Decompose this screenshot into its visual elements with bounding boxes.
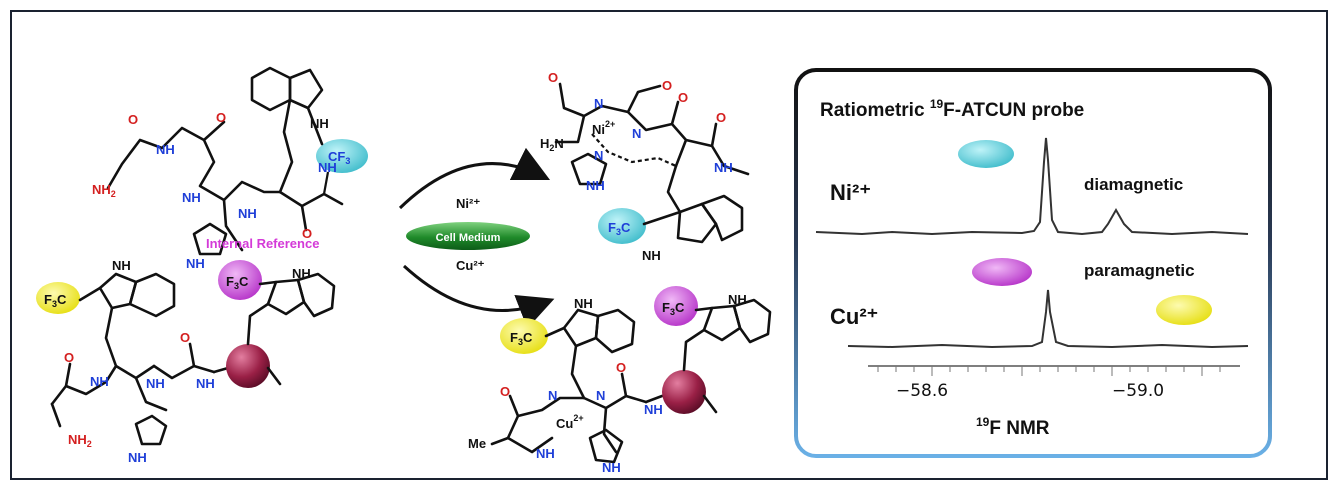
o-label: O bbox=[500, 384, 510, 399]
cu-complex-molecule: F3C NH Me O O N N NH NH NH Cu2+ NH F3C bbox=[468, 286, 772, 475]
h2n-label: H2N bbox=[540, 136, 564, 153]
yellow-marker bbox=[1156, 295, 1212, 325]
figure-frame: NH CF3 O O NH NH NH O NH NH2 NH Internal… bbox=[10, 10, 1328, 480]
n-label: NH bbox=[186, 256, 205, 271]
nh-label: NH bbox=[574, 296, 593, 311]
probe-panel-border bbox=[794, 68, 1272, 458]
nh-label: NH bbox=[728, 292, 747, 307]
tick-label-59-0: −59.0 bbox=[1112, 381, 1164, 401]
tick-label-58-6: −58.6 bbox=[896, 381, 948, 401]
reaction-arrows: Ni²⁺ Cell Medium Cu²⁺ bbox=[398, 147, 555, 329]
figure-canvas: NH CF3 O O NH NH NH O NH NH2 NH Internal… bbox=[36, 66, 1272, 475]
f3c-label: F3C bbox=[608, 220, 631, 237]
n-label: NH bbox=[146, 376, 165, 391]
n-label: NH bbox=[644, 402, 663, 417]
benzene-ring bbox=[732, 298, 772, 344]
nh2-label: NH2 bbox=[68, 432, 92, 449]
f3c-label: F3C bbox=[662, 300, 685, 317]
f3c-yellow-highlight bbox=[500, 318, 548, 354]
n-label: N bbox=[548, 388, 557, 403]
n-label: NH bbox=[318, 160, 337, 175]
o-label: O bbox=[548, 70, 558, 85]
n-label: NH bbox=[156, 142, 175, 157]
reference-peptide-molecule: F3C NH O NH O NH NH NH2 NH NH F3C bbox=[36, 258, 336, 465]
axis-minor-ticks bbox=[877, 366, 1221, 376]
n-label: NH bbox=[196, 376, 215, 391]
n-label: NH bbox=[238, 206, 257, 221]
benzene-ring bbox=[128, 272, 176, 318]
f3c-yellow-highlight bbox=[36, 282, 80, 314]
o-label: O bbox=[616, 360, 626, 375]
n-label: NH bbox=[602, 460, 621, 475]
imidazole-ring bbox=[588, 428, 624, 464]
o-label: O bbox=[180, 330, 190, 345]
ni-label: Ni²⁺ bbox=[830, 180, 871, 205]
pyrrole-ring bbox=[288, 68, 324, 110]
n-label: N bbox=[596, 388, 605, 403]
probe-title: Ratiometric 19F-ATCUN probe bbox=[820, 97, 1084, 121]
amino-acid-sphere bbox=[226, 344, 270, 388]
benzene-ring bbox=[250, 66, 292, 112]
f3c-magenta-highlight bbox=[218, 260, 262, 300]
me-label: Me bbox=[468, 436, 486, 451]
o-label: O bbox=[64, 350, 74, 365]
cu-spectrum bbox=[847, 289, 1249, 349]
f3c-magenta-highlight bbox=[654, 286, 698, 326]
ni-reagent-label: Ni²⁺ bbox=[456, 196, 480, 211]
atcun-probe-molecule: NH CF3 O O NH NH NH O NH NH2 NH bbox=[92, 66, 368, 271]
imidazole-ring bbox=[134, 414, 168, 446]
n-label: NH bbox=[586, 178, 605, 193]
n-label: NH bbox=[90, 374, 109, 389]
o-label: O bbox=[678, 90, 688, 105]
cu-arrow bbox=[402, 264, 555, 329]
benzene-ring bbox=[700, 194, 744, 242]
magenta-marker bbox=[972, 258, 1032, 286]
cell-medium-pill bbox=[406, 222, 530, 250]
imidazole-ring bbox=[570, 152, 608, 186]
o-label: O bbox=[128, 112, 138, 127]
diamagnetic-label: diamagnetic bbox=[1084, 175, 1183, 194]
ni-complex-molecule: NH F3C O O O O N N N NH NH H2N Ni2+ bbox=[540, 70, 750, 263]
cyan-marker bbox=[958, 140, 1014, 168]
o-label: O bbox=[216, 110, 226, 125]
nh-label: NH bbox=[112, 258, 131, 273]
cell-medium-label: Cell Medium bbox=[436, 232, 501, 244]
n-label: N bbox=[594, 96, 603, 111]
nh-label: NH bbox=[642, 248, 661, 263]
o-label: O bbox=[302, 226, 312, 241]
benzene-ring bbox=[594, 308, 636, 354]
axis-label: 19F NMR bbox=[976, 415, 1050, 439]
nh-label: NH bbox=[292, 266, 311, 281]
f3c-label: F3C bbox=[226, 274, 249, 291]
pyrrole-ring bbox=[562, 308, 600, 348]
internal-reference-label: Internal Reference bbox=[206, 236, 319, 251]
amino-acid-sphere bbox=[662, 370, 706, 414]
nh2-label: NH2 bbox=[92, 182, 116, 199]
f3c-label: F3C bbox=[44, 292, 67, 309]
cu-center-label: Cu2+ bbox=[556, 413, 584, 431]
o-label: O bbox=[716, 110, 726, 125]
ni-center-label: Ni2+ bbox=[592, 119, 615, 137]
n-label: NH bbox=[536, 446, 555, 461]
n-label: NH bbox=[182, 190, 201, 205]
paramagnetic-label: paramagnetic bbox=[1084, 261, 1195, 280]
n-label: N bbox=[594, 148, 603, 163]
f3c-label: F3C bbox=[510, 330, 533, 347]
o-label: O bbox=[662, 78, 672, 93]
cu-reagent-label: Cu²⁺ bbox=[456, 258, 485, 273]
n-label: NH bbox=[714, 160, 733, 175]
probe-panel: Ratiometric 19F-ATCUN probe Ni²⁺ diamagn… bbox=[794, 68, 1272, 458]
cf3-cyan-highlight bbox=[316, 139, 368, 173]
n-label: NH bbox=[128, 450, 147, 465]
imidazole-ring bbox=[192, 222, 228, 256]
ni-spectrum bbox=[815, 137, 1249, 236]
cu-label: Cu²⁺ bbox=[830, 304, 878, 329]
benzene-ring bbox=[296, 272, 336, 318]
f3c-cyan-highlight bbox=[598, 208, 646, 244]
cf3-label: CF3 bbox=[328, 149, 350, 166]
ni-arrow bbox=[398, 147, 551, 210]
n-label: N bbox=[632, 126, 641, 141]
pyrrole-ring bbox=[676, 202, 718, 244]
